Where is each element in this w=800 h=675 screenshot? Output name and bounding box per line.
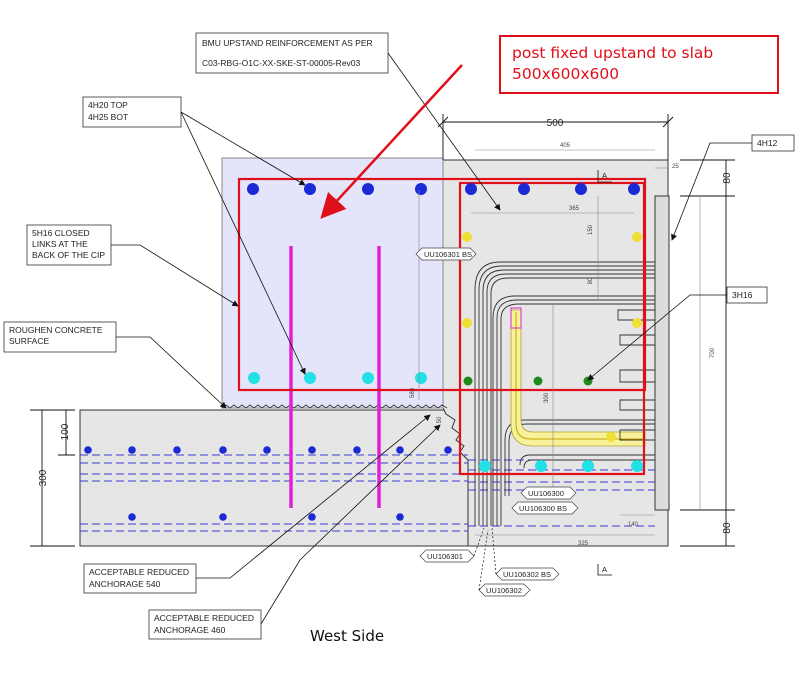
callout-arrow (320, 64, 463, 219)
dim-700: 700 (710, 347, 716, 358)
svg-text:ACCEPTABLE REDUCED: ACCEPTABLE REDUCED (154, 613, 254, 623)
fine-dimensions (418, 149, 701, 536)
svg-text:BMU UPSTAND REINFORCEMENT AS P: BMU UPSTAND REINFORCEMENT AS PER (202, 38, 373, 48)
side-plate (654, 195, 670, 511)
leader-3h16 (587, 294, 727, 381)
note-bmu: BMU UPSTAND REINFORCEMENT AS PER C03-RBG… (195, 32, 389, 74)
dim-80-bottom: 80 (722, 522, 733, 534)
tag-uu106302: UU106302 (478, 583, 531, 597)
svg-text:ANCHORAGE 460: ANCHORAGE 460 (154, 625, 226, 635)
roughen-surface (221, 404, 448, 409)
section-mark-top: A (597, 170, 612, 183)
svg-text:UU106300 BS: UU106300 BS (519, 504, 567, 513)
side-hook-bars (617, 309, 655, 441)
svg-text:4H20 TOP: 4H20 TOP (88, 100, 128, 110)
yellow-bars (462, 232, 642, 442)
note-links: 5H16 CLOSED LINKS AT THE BACK OF THE CIP (26, 224, 112, 266)
tag-uu106300: UU106300 (520, 486, 577, 500)
svg-text:ANCHORAGE 540: ANCHORAGE 540 (89, 579, 161, 589)
note-anchorage-460: ACCEPTABLE REDUCED ANCHORAGE 460 (148, 609, 262, 640)
top-bars (247, 183, 640, 195)
dim-300-inner: 300 (544, 392, 550, 403)
svg-text:3H16: 3H16 (732, 290, 753, 300)
dim-150: 150 (588, 224, 594, 235)
caption-west-side: West Side (310, 627, 384, 645)
dim-80-top: 80 (722, 172, 733, 184)
note-roughen: ROUGHEN CONCRETE SURFACE (3, 321, 117, 353)
dim-140: 140 (628, 522, 639, 528)
highlight-bar-core (515, 312, 645, 440)
callout-line-1: post fixed upstand to slab (512, 44, 713, 62)
dim-100: 100 (60, 423, 71, 440)
tag-uu106301: UU106301 (419, 549, 475, 563)
svg-text:ACCEPTABLE REDUCED: ACCEPTABLE REDUCED (89, 567, 189, 577)
svg-text:ROUGHEN CONCRETE: ROUGHEN CONCRETE (9, 325, 103, 335)
svg-text:C03-RBG-O1C-XX-SKE-ST-00005-Re: C03-RBG-O1C-XX-SKE-ST-00005-Rev03 (202, 58, 361, 68)
dim-50: 50 (437, 416, 443, 423)
dim-300: 300 (38, 469, 49, 486)
tag-uu106302-bs: UU106302 BS (495, 567, 560, 581)
dim-80-inner: 80 (588, 277, 594, 284)
leader-bot (180, 111, 306, 375)
svg-text:4H12: 4H12 (757, 138, 778, 148)
dim-25: 25 (672, 164, 679, 170)
svg-text:SURFACE: SURFACE (9, 336, 49, 346)
leader-links (111, 244, 239, 307)
section-mark-bottom: A (597, 564, 612, 576)
cip-panel (221, 157, 444, 409)
red-outline-upstand (458, 181, 646, 476)
note-top-bot: 4H20 TOP 4H25 BOT (82, 96, 182, 128)
bent-bars-lower (492, 295, 655, 526)
leader-4h12 (671, 142, 752, 241)
svg-text:A: A (602, 171, 607, 180)
slab-bars (84, 446, 452, 521)
tag-uu106300-bs: UU106300 BS (511, 501, 579, 515)
bent-bars-upper (474, 261, 655, 526)
leader-bmu (387, 52, 501, 211)
leader-top (180, 111, 306, 186)
note-3h16: 3H16 (726, 286, 768, 304)
dim-580: 580 (410, 387, 416, 398)
svg-text:UU106302: UU106302 (486, 586, 522, 595)
green-bars (463, 376, 593, 386)
slab-rebar-lines (80, 454, 655, 532)
tag-uu106301-bs: UU106301 BS (415, 247, 477, 261)
dim-325: 325 (578, 541, 589, 547)
svg-text:LINKS AT THE: LINKS AT THE (32, 239, 88, 249)
dimension-lines (30, 114, 735, 547)
note-4h12: 4H12 (751, 134, 795, 152)
svg-text:A: A (602, 565, 607, 574)
svg-text:UU106302 BS: UU106302 BS (503, 570, 551, 579)
svg-text:UU106301 BS: UU106301 BS (424, 250, 472, 259)
leader-anchorage-540 (196, 414, 431, 579)
red-callout: post fixed upstand to slab 500x600x600 (499, 35, 779, 94)
dim-500: 500 (547, 118, 564, 129)
note-anchorage-540: ACCEPTABLE REDUCED ANCHORAGE 540 (83, 563, 197, 594)
cyan-bars (248, 372, 643, 472)
leader-uu106301 (473, 527, 485, 557)
slab-section (79, 409, 469, 547)
dim-365: 365 (569, 206, 580, 212)
svg-text:4H25 BOT: 4H25 BOT (88, 112, 128, 122)
dim-405: 405 (560, 143, 571, 149)
svg-text:UU106301: UU106301 (427, 552, 463, 561)
pink-tab (510, 307, 522, 329)
callout-line-2: 500x600x600 (512, 65, 619, 83)
leader-anchorage-460 (260, 424, 441, 625)
svg-text:5H16 CLOSED: 5H16 CLOSED (32, 228, 90, 238)
svg-text:UU106300: UU106300 (528, 489, 564, 498)
svg-text:BACK OF THE CIP: BACK OF THE CIP (32, 250, 105, 260)
leader-roughen (116, 336, 227, 409)
